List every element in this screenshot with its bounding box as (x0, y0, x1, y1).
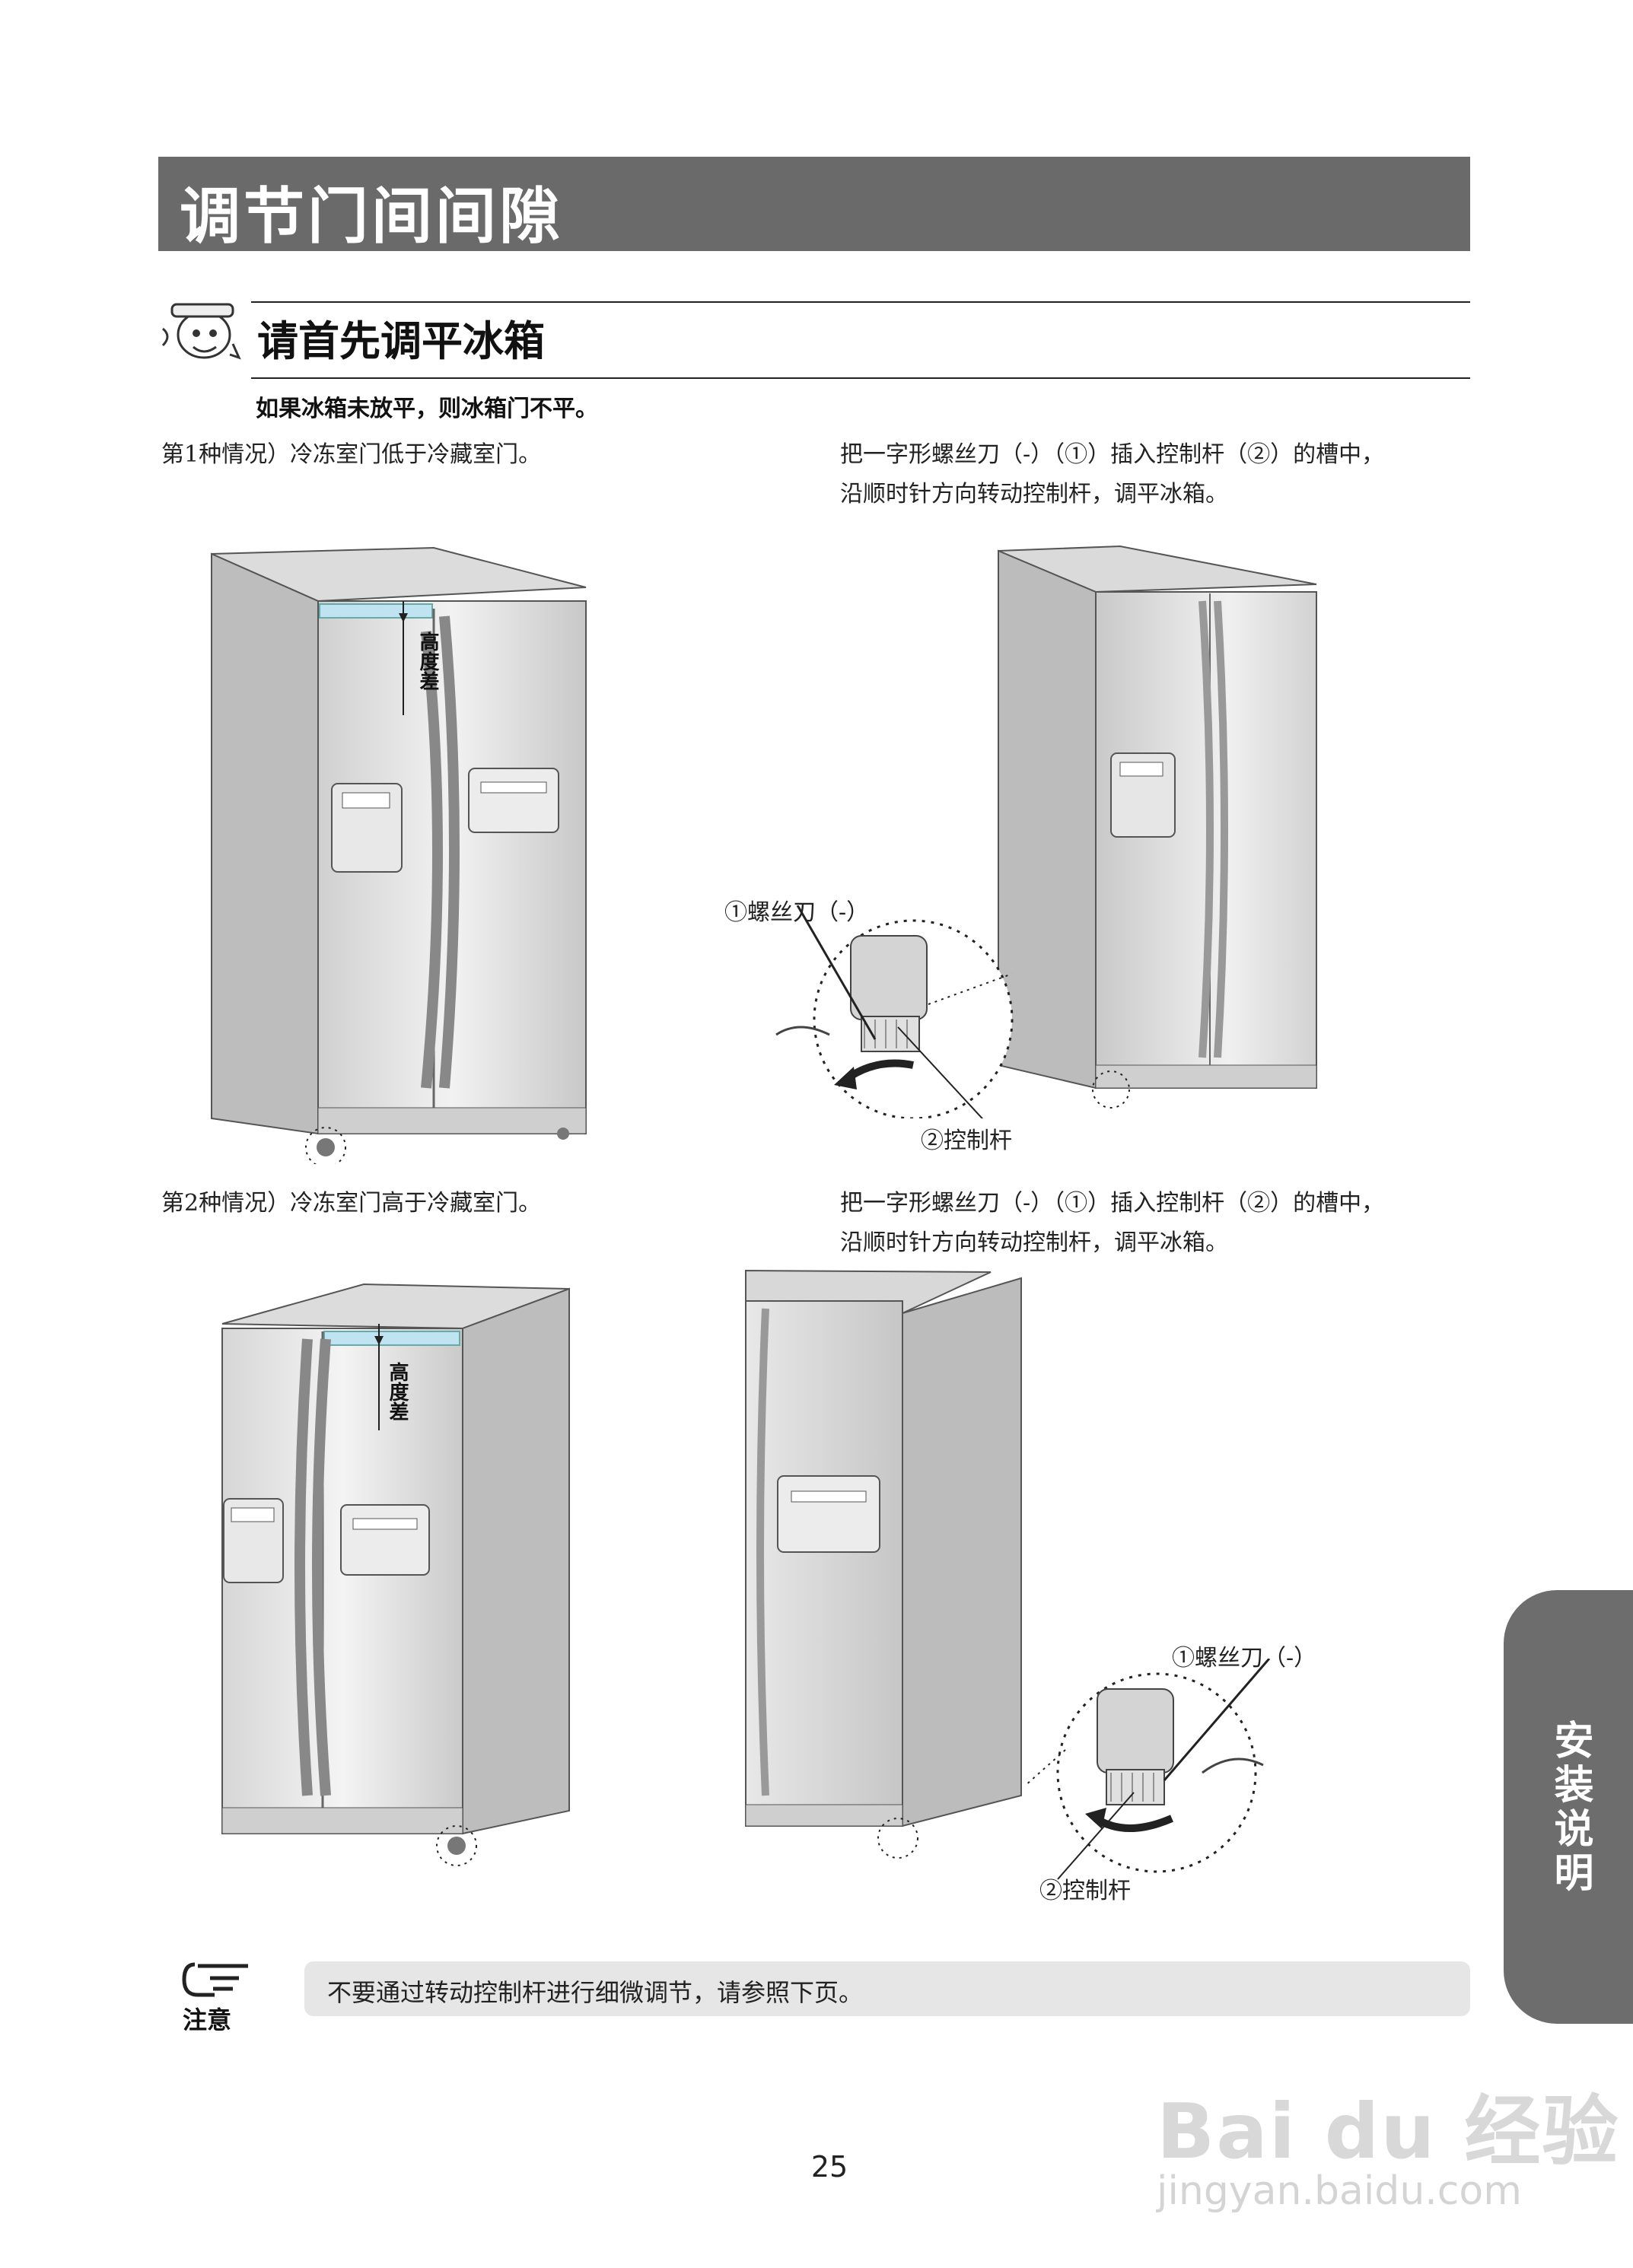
case1-instruction-line2: 沿顺时针方向转动控制杆，调平冰箱。 (840, 481, 1228, 507)
fridge-case1-illustration (211, 546, 587, 1164)
note-label: 注意 (183, 2006, 232, 2034)
section-rule-top (251, 301, 1470, 303)
case1-label: 第1种情况）冷冻室门低于冷藏室门。 (161, 441, 542, 468)
section-subtitle: 请首先调平冰箱 (257, 317, 545, 365)
case2-screwdriver-label: ①螺丝刀（-） (1172, 1645, 1317, 1672)
case1-instruction-line1: 把一字形螺丝刀（-）（①）插入控制杆（②）的槽中， (840, 441, 1385, 468)
case1-lever-label: ②控制杆 (921, 1128, 1012, 1154)
page-title-bar: 调节门间间隙 (158, 157, 1470, 252)
note-text: 不要通过转动控制杆进行细微调节，请参照下页。 (327, 1978, 864, 2007)
note-bar: 不要通过转动控制杆进行细微调节，请参照下页。 (304, 1961, 1470, 2016)
case1-screwdriver-label: ①螺丝刀（-） (724, 899, 870, 926)
case2-label: 第2种情况）冷冻室门高于冷藏室门。 (161, 1190, 542, 1217)
fridge-case2-adjust-illustration (745, 1269, 1022, 1859)
case2-instruction-line1: 把一字形螺丝刀（-）（①）插入控制杆（②）的槽中， (840, 1190, 1385, 1217)
page-title: 调节门间间隙 (180, 181, 563, 252)
case2-lever-label: ②控制杆 (1039, 1878, 1131, 1904)
watermark-logo: Bai du 经验 (1157, 2087, 1620, 2176)
case2-height-label: 高度差 (386, 1362, 409, 1421)
side-tab-label: 安装说明 (1547, 1719, 1593, 1896)
section-rule-bottom (251, 377, 1470, 379)
page-number: 25 (810, 2150, 848, 2184)
case2-instruction-line2: 沿顺时针方向转动控制杆，调平冰箱。 (840, 1229, 1228, 1256)
watermark-url: jingyan.baidu.com (1157, 2168, 1522, 2214)
case1-zoom-detail (775, 905, 1014, 1118)
section-intro: 如果冰箱未放平，则冰箱门不平。 (256, 396, 598, 422)
case1-height-label: 高度差 (416, 631, 439, 691)
fridge-case1-adjust-illustration (998, 545, 1317, 1109)
section-side-tab: 安装说明 (1504, 1590, 1633, 2024)
case2-zoom-detail (1027, 1659, 1271, 1880)
fridge-case2-illustration (221, 1283, 570, 1866)
pointing-hand-icon (182, 1962, 248, 1997)
mascot-icon (161, 303, 241, 360)
